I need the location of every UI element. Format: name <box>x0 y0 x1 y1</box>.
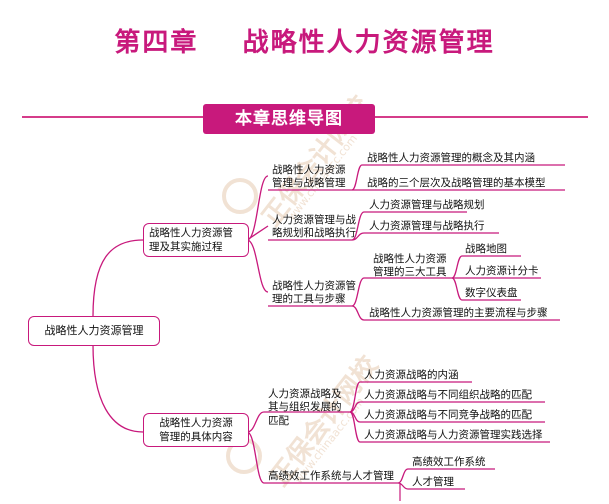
root-label: 战略性人力资源管理 <box>44 324 144 337</box>
sub-1-1-line-2: 管理与战略管理 <box>272 177 346 189</box>
branch-1-line-1: 战略性人力资源管 <box>149 227 233 239</box>
page-title: 第四章 战略性人力资源管理 <box>114 28 495 58</box>
tools-group-line-1: 战略性人力资源 <box>373 253 447 265</box>
section-banner: 本章思维导图 <box>203 104 375 134</box>
leaf-2-1-1: 人力资源战略的内涵 <box>364 369 459 381</box>
leaf-2-2-1: 高绩效工作系统 <box>412 456 486 468</box>
sub-2-1-line-3: 匹配 <box>268 415 289 427</box>
leaf-2-2-2: 人才管理 <box>412 476 454 488</box>
sub-2-1-line-2: 其与组织发展的 <box>268 401 342 413</box>
leaf-1-3-2: 战略性人力资源管理的主要流程与步骤 <box>369 307 548 319</box>
sub-2-1-line-1: 人力资源战略及 <box>268 388 342 400</box>
leaf-tool-3: 数字仪表盘 <box>465 287 518 299</box>
mindmap-root: 战略性人力资源管理 <box>28 316 160 346</box>
branch-2-line-2: 管理的具体内容 <box>159 431 233 443</box>
sub-1-3-line-1: 战略性人力资源管 <box>272 280 356 292</box>
leaf-2-1-3: 人力资源战略与不同竞争战略的匹配 <box>364 409 532 421</box>
sub-1-2-line-2: 略规划和战略执行 <box>272 227 356 239</box>
branch-2-line-1: 战略性人力资源 <box>159 417 233 429</box>
branch-1-line-2: 理及其实施过程 <box>149 241 223 253</box>
mindmap-branch-2: 战略性人力资源 管理的具体内容 <box>143 413 249 447</box>
sub-1-1-line-1: 战略性人力资源 <box>272 164 346 176</box>
leaf-tool-1: 战略地图 <box>465 243 507 255</box>
watermark-logo-icon <box>222 178 258 214</box>
leaf-1-2-2: 人力资源管理与战略执行 <box>369 220 485 232</box>
mindmap-branch-1: 战略性人力资源管 理及其实施过程 <box>143 223 249 257</box>
leaf-1-1-1: 战略性人力资源管理的概念及其内涵 <box>367 152 535 164</box>
leaf-2-1-2: 人力资源战略与不同组织战略的匹配 <box>364 389 532 401</box>
leaf-tool-2: 人力资源计分卡 <box>465 265 539 277</box>
sub-1-3-line-2: 理的工具与步骤 <box>272 293 346 305</box>
leaf-1-1-2: 战略的三个层次及战略管理的基本模型 <box>367 177 546 189</box>
leaf-1-2-1: 人力资源管理与战略规划 <box>369 199 485 211</box>
tools-group-line-2: 管理的三大工具 <box>373 266 447 278</box>
sub-2-2-label: 高绩效工作系统与人才管理 <box>268 470 394 482</box>
leaf-2-1-4: 人力资源战略与人力资源管理实践选择 <box>364 429 543 441</box>
sub-1-2-line-1: 人力资源管理与战 <box>272 214 356 226</box>
